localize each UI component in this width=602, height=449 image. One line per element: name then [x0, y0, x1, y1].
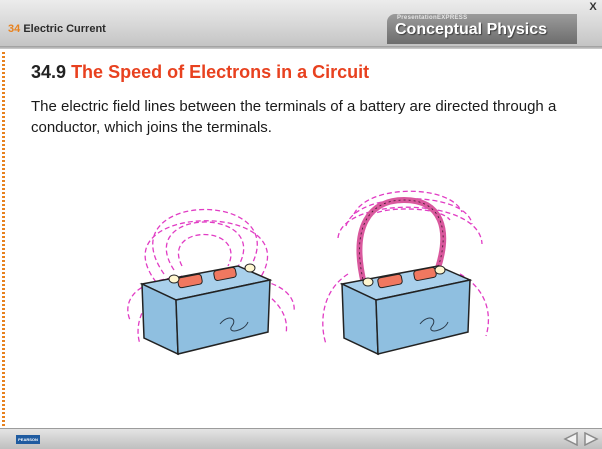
battery-field-lines-illustration: [127, 190, 490, 356]
body-paragraph: The electric field lines between the ter…: [31, 98, 557, 136]
left-battery-side: [175, 279, 271, 355]
right-battery-post-neg: [434, 265, 446, 275]
right-battery-terminal-pos: [377, 273, 403, 289]
close-button[interactable]: X: [589, 1, 597, 13]
right-field-line-4: [322, 273, 349, 345]
left-battery-scribble: [219, 317, 249, 332]
slide-title: 34.9 The Speed of Electrons in a Circuit: [31, 62, 369, 83]
right-battery-post-pos: [362, 277, 374, 287]
left-battery: [139, 263, 273, 356]
left-battery-post-pos: [168, 274, 180, 284]
pearson-logo: PEARSON: [16, 435, 40, 444]
left-battery-post-neg: [244, 263, 256, 273]
section-title: The Speed of Electrons in a Circuit: [71, 62, 370, 82]
triangle-right-icon[interactable]: [582, 432, 600, 446]
left-battery-terminal-pos: [177, 273, 203, 289]
brand-small-text: PresentationEXPRESS: [397, 15, 468, 21]
triangle-left-icon[interactable]: [562, 432, 580, 446]
left-field-line-4: [144, 220, 269, 285]
section-number: 34.9: [31, 62, 67, 82]
right-field-line-6: [369, 208, 451, 221]
left-dotted-border: [2, 52, 5, 428]
left-field-line-3: [152, 208, 258, 275]
left-field-line-5: [137, 275, 183, 345]
right-battery-scribble: [419, 317, 449, 332]
left-field-lines: [127, 208, 295, 345]
header-bar: 34 Electric Current PresentationEXPRESS …: [0, 0, 602, 46]
brand-logo: PresentationEXPRESS Conceptual Physics: [387, 14, 577, 44]
right-field-line-2: [337, 206, 483, 245]
brand-main-text: Conceptual Physics: [395, 21, 548, 38]
left-field-line-2: [165, 221, 245, 271]
left-battery-terminal-neg: [213, 267, 237, 281]
right-battery: [339, 196, 473, 356]
left-field-line-1: [178, 233, 232, 267]
chapter-label: 34 Electric Current: [8, 23, 106, 35]
header-divider: [0, 46, 602, 49]
right-field-line-3: [353, 190, 463, 215]
footer-bar: PEARSON: [0, 428, 602, 449]
right-battery-side: [375, 279, 471, 355]
connecting-wire-outline: [359, 199, 444, 285]
chapter-number: 34: [8, 23, 21, 35]
chapter-title: Electric Current: [23, 23, 106, 35]
